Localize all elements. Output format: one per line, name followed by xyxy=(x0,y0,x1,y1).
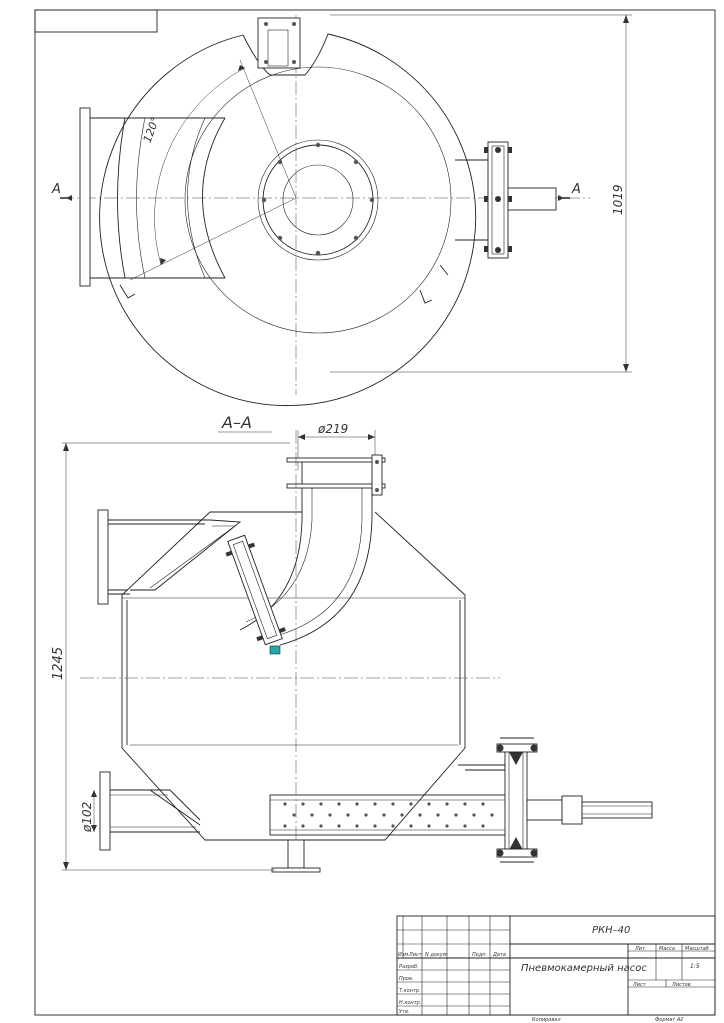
lit-label: Лит. xyxy=(634,946,647,952)
mass-label: Масса xyxy=(659,946,675,952)
row-razrab: Разраб. xyxy=(399,964,419,970)
format-label: Формат А2 xyxy=(655,1017,683,1023)
row-utv: Утв. xyxy=(399,1009,410,1015)
copied-label: Копировал xyxy=(532,1017,561,1023)
row-tkontr: Т.контр. xyxy=(399,988,421,994)
dim-height-section: 1245 xyxy=(51,647,66,680)
dim-inlet-diameter: ø102 xyxy=(80,802,94,833)
section-title: А–А xyxy=(221,413,252,432)
sheet-frame xyxy=(34,9,716,1016)
perforation-holes xyxy=(283,802,494,828)
col-header-doc: N докум. xyxy=(425,952,448,958)
row-prov: Пров. xyxy=(399,976,414,982)
section-view: А–А ø219 xyxy=(51,413,653,873)
sheet-label: Лист xyxy=(632,982,647,988)
col-header-date: Дата xyxy=(492,952,506,958)
angle-label: 120° xyxy=(141,115,162,144)
dim-width-top: 1019 xyxy=(611,184,625,215)
row-nkontr: Н.контр. xyxy=(399,1000,421,1006)
dim-outlet-diameter: ø219 xyxy=(317,422,348,436)
scale-label: Масштаб xyxy=(685,946,709,952)
scale-value: 1:5 xyxy=(690,963,700,970)
title-name: Пневмокамерный насос xyxy=(521,963,647,974)
col-header-list: Лист xyxy=(408,952,423,958)
title-block: РКН–40 Пневмокамерный насос Изм. Лист N … xyxy=(396,915,716,1023)
corner-stamp xyxy=(34,9,158,33)
section-marker-left: А xyxy=(51,182,61,197)
col-header-sign: Подп. xyxy=(472,952,487,958)
section-marker-right: А xyxy=(571,182,581,197)
sheets-label: Листов xyxy=(671,982,691,988)
col-header-izm: Изм. xyxy=(398,952,410,958)
top-view: 120° А А xyxy=(51,14,632,407)
title-designation: РКН–40 xyxy=(592,925,630,936)
